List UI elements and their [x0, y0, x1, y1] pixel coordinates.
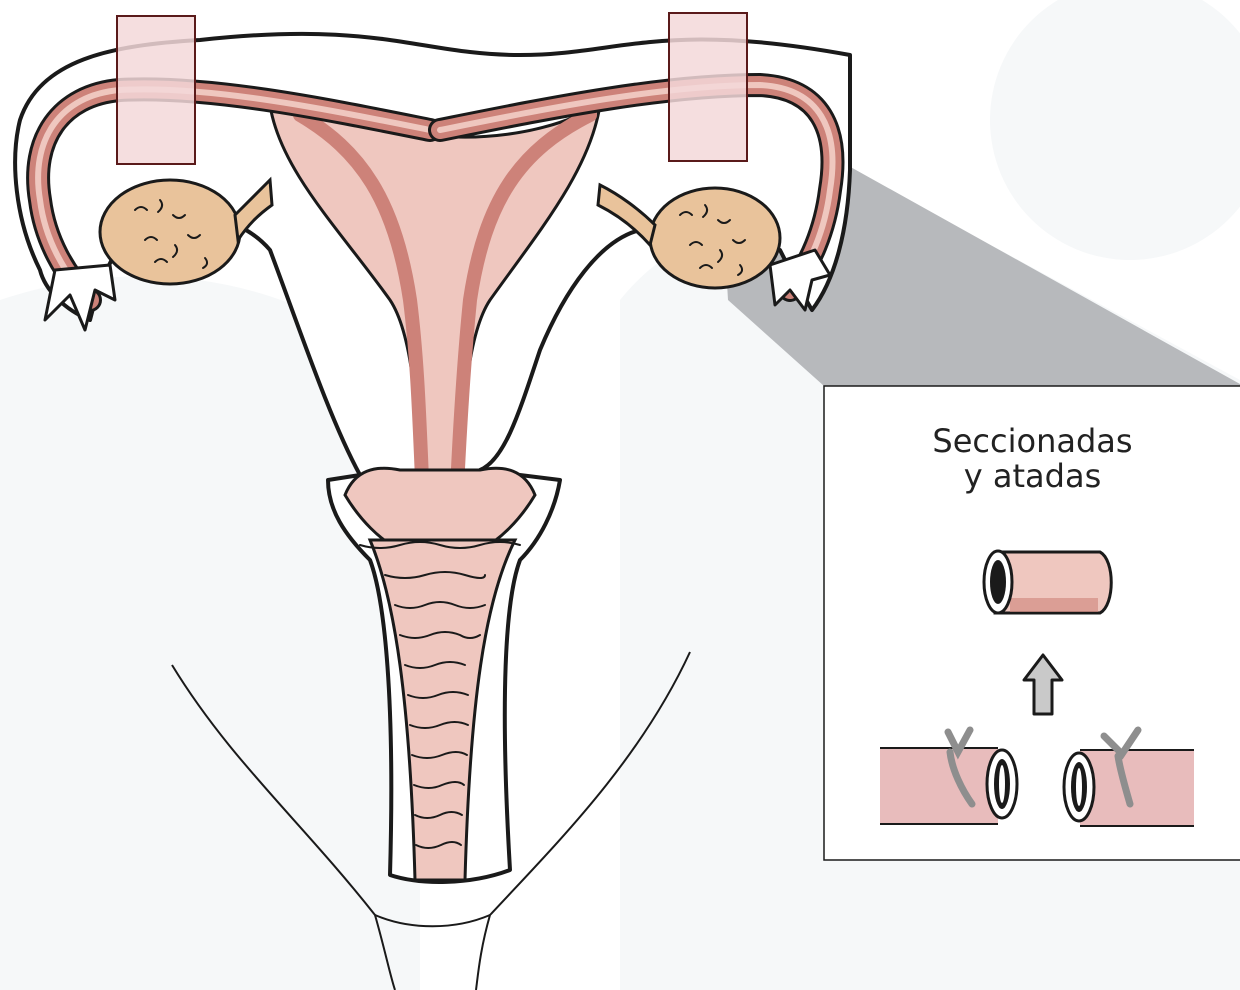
inset-title: Seccionadas y atadas	[825, 424, 1240, 494]
inset-title-line2: y atadas	[825, 459, 1240, 494]
highlight-box-left-tube	[117, 16, 195, 164]
inset-title-line1: Seccionadas	[825, 424, 1240, 459]
highlight-box-right-tube	[669, 13, 747, 161]
ovary-right	[650, 188, 780, 288]
ovary-left	[100, 180, 240, 284]
cut-tube-segment	[984, 551, 1111, 613]
